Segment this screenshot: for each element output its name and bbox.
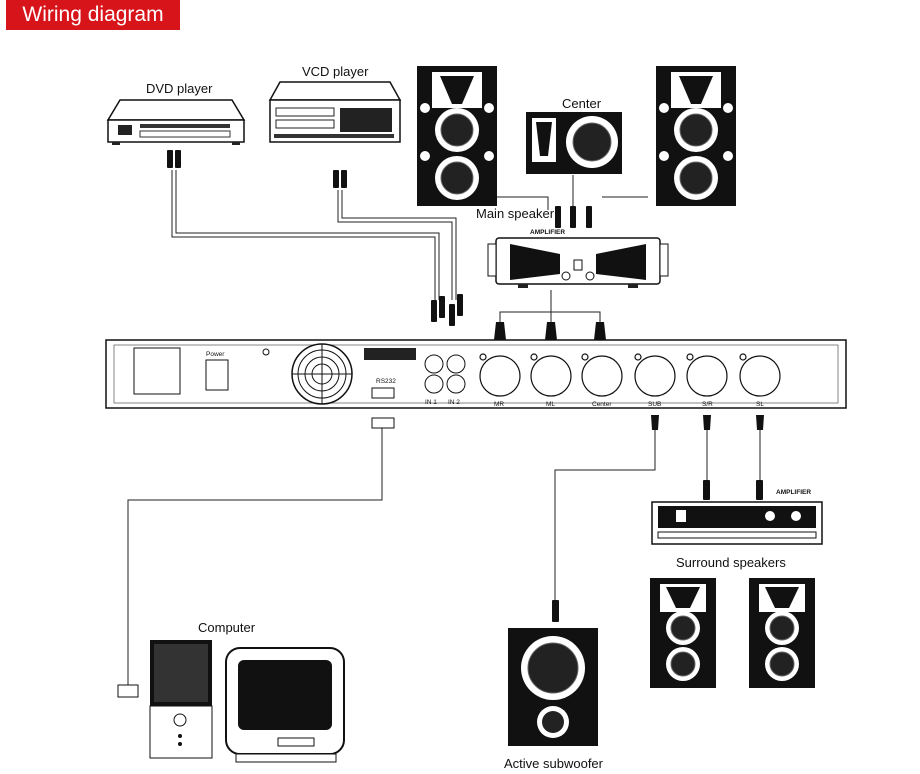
surround-speaker-right bbox=[749, 578, 815, 688]
amplifier-right: AMPLIFIER bbox=[651, 489, 823, 545]
output-label-ml: ML bbox=[546, 401, 555, 408]
processor-panel: Power RS232 IN 1 IN 2 bbox=[105, 339, 847, 409]
amplifier-top: AMPLIFIER bbox=[487, 229, 669, 288]
main-speaker-right bbox=[656, 66, 736, 206]
output-sockets bbox=[479, 353, 781, 397]
center-label: Center bbox=[562, 96, 602, 111]
output-label-sub: SUB bbox=[648, 401, 661, 408]
computer-label: Computer bbox=[198, 620, 256, 635]
in1-label: IN 1 bbox=[425, 399, 437, 406]
output-label-center: Center bbox=[592, 401, 612, 408]
main-speaker-left bbox=[417, 66, 497, 206]
active-subwoofer-label: Active subwoofer bbox=[504, 756, 604, 771]
rs232-label: RS232 bbox=[376, 378, 396, 385]
dvd-player bbox=[106, 99, 246, 145]
rca-plugs bbox=[167, 150, 764, 622]
output-label-mr: MR bbox=[494, 401, 504, 408]
amplifier-top-label: AMPLIFIER bbox=[530, 229, 565, 236]
title-banner: Wiring diagram bbox=[6, 0, 180, 30]
output-label-sl: SL bbox=[756, 401, 764, 408]
in2-label: IN 2 bbox=[448, 399, 460, 406]
rs232-plug bbox=[371, 417, 395, 429]
surround-speakers-label: Surround speakers bbox=[676, 555, 786, 570]
amplifier-right-label: AMPLIFIER bbox=[776, 489, 811, 496]
surround-speaker-left bbox=[650, 578, 716, 688]
power-label: Power bbox=[206, 351, 225, 358]
dvd-player-label: DVD player bbox=[146, 81, 213, 96]
active-subwoofer bbox=[508, 628, 598, 746]
vcd-player bbox=[268, 81, 402, 143]
center-speaker bbox=[526, 112, 622, 174]
computer bbox=[117, 640, 345, 763]
vcd-player-label: VCD player bbox=[302, 64, 369, 79]
main-speaker-label: Main speaker bbox=[476, 206, 555, 221]
output-label-sr: S/R bbox=[702, 401, 713, 408]
diagram-title: Wiring diagram bbox=[22, 3, 164, 26]
fan-icon bbox=[291, 343, 353, 405]
